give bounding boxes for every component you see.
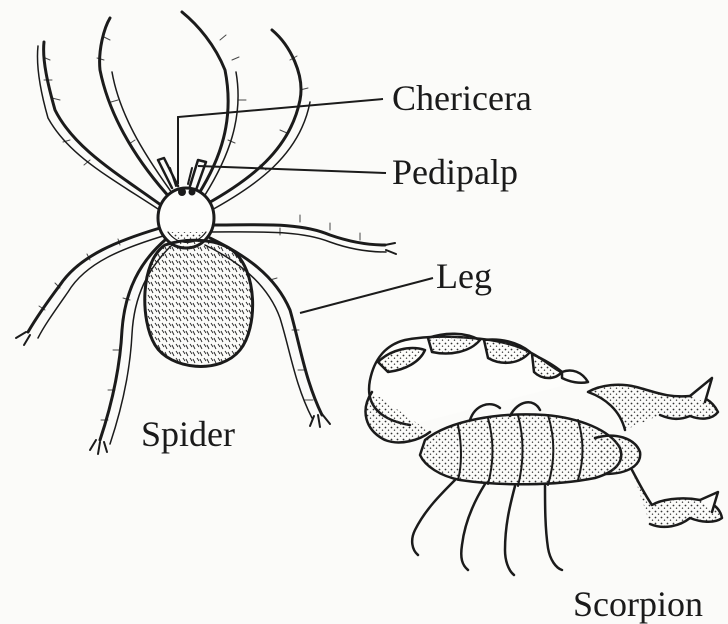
pedipalp-pointer bbox=[198, 166, 386, 173]
label-spider: Spider bbox=[141, 416, 235, 452]
label-scorpion: Scorpion bbox=[573, 586, 703, 622]
leg-pointer bbox=[300, 278, 433, 313]
label-chericera: Chericera bbox=[392, 80, 532, 116]
scorpion-drawing bbox=[366, 334, 722, 575]
label-leg: Leg bbox=[436, 258, 492, 294]
spider-drawing bbox=[16, 12, 396, 454]
label-pedipalp: Pedipalp bbox=[392, 154, 518, 190]
